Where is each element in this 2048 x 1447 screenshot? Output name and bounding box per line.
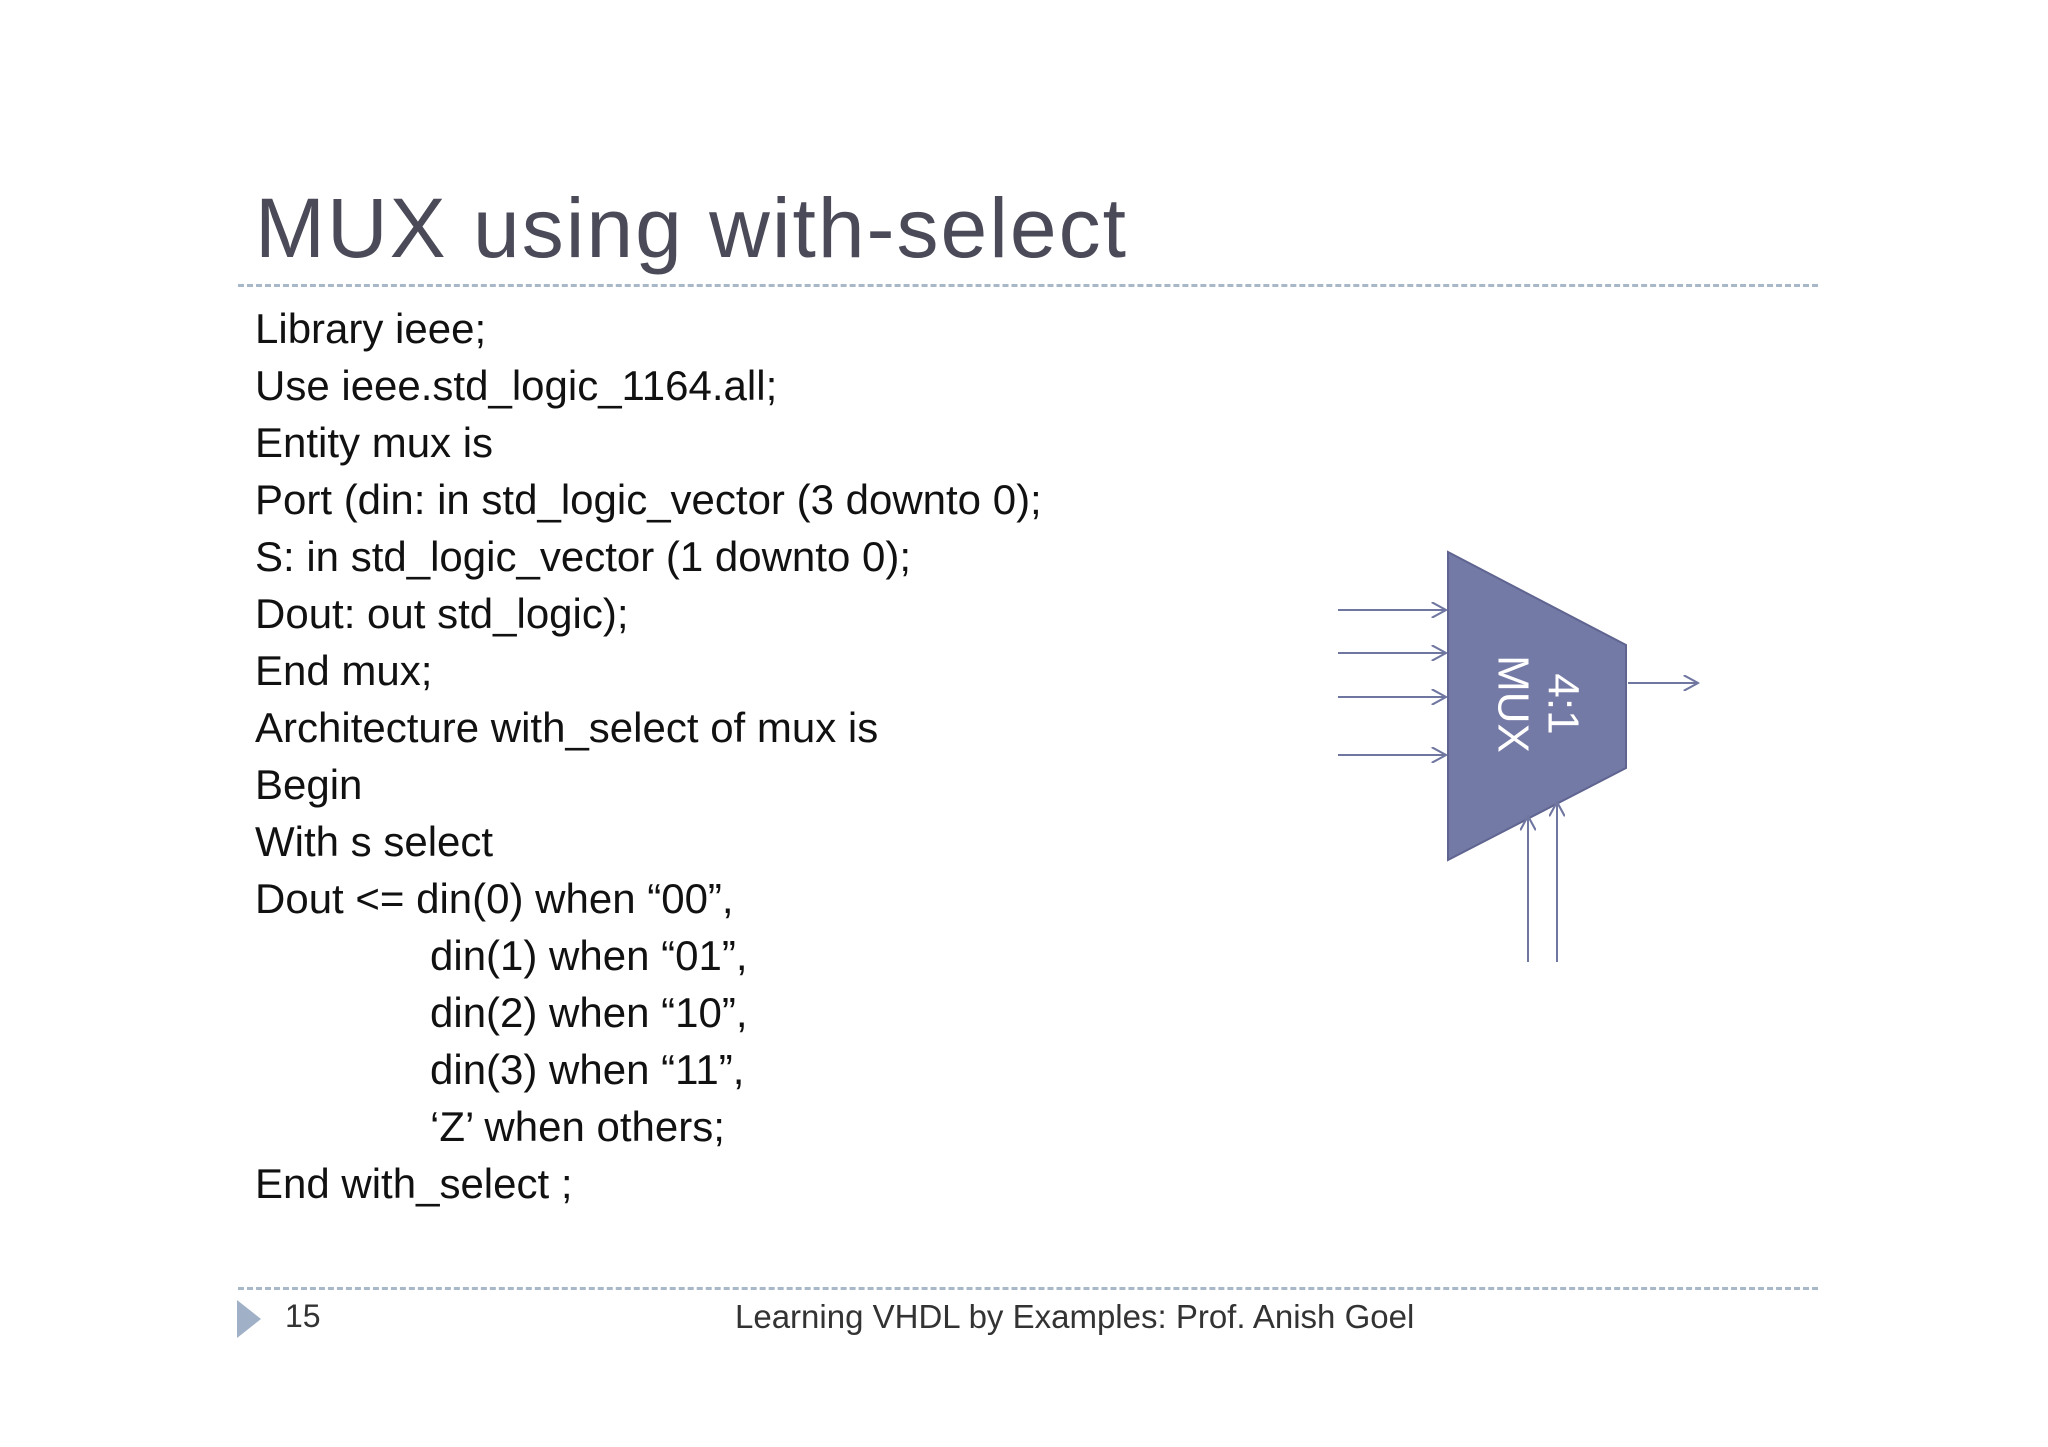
code-line: din(2) when “10”, (430, 989, 748, 1036)
mux-block (1447, 550, 1627, 862)
slide-title: MUX using with-select (255, 181, 1128, 275)
code-line: ‘Z’ when others; (430, 1103, 725, 1150)
code-line: Dout: out std_logic); (255, 590, 629, 637)
code-line: S: in std_logic_vector (1 downto 0); (255, 533, 912, 580)
code-line: Dout <= din(0) when “00”, (255, 875, 734, 922)
code-line: Begin (255, 761, 363, 808)
code-line: Entity mux is (255, 419, 494, 466)
code-line: Library ieee; (255, 305, 487, 352)
footer-divider (238, 1287, 1818, 1290)
code-line: Use ieee.std_logic_1164.all; (255, 362, 778, 409)
code-line: End mux; (255, 647, 433, 694)
code-listing: Library ieee; Use ieee.std_logic_1164.all… (255, 300, 1042, 1212)
code-line: Port (din: in std_logic_vector (3 downto… (255, 476, 1042, 523)
title-divider (238, 284, 1818, 287)
mux-block-label-name: MUX (1488, 655, 1537, 753)
page-number: 15 (285, 1298, 321, 1334)
code-line: With s select (255, 818, 494, 865)
code-line: End with_select ; (255, 1160, 573, 1207)
code-line: Architecture with_select of mux is (255, 704, 879, 751)
code-line: din(1) when “01”, (430, 932, 748, 979)
mux-block-label-ratio: 4:1 (1538, 673, 1587, 734)
mux-diagram: 4:1 MUX (1338, 550, 1760, 962)
triangle-marker-icon (237, 1300, 261, 1338)
code-line: din(3) when “11”, (430, 1046, 745, 1093)
footer-text: Learning VHDL by Examples: Prof. Anish G… (735, 1298, 1415, 1335)
